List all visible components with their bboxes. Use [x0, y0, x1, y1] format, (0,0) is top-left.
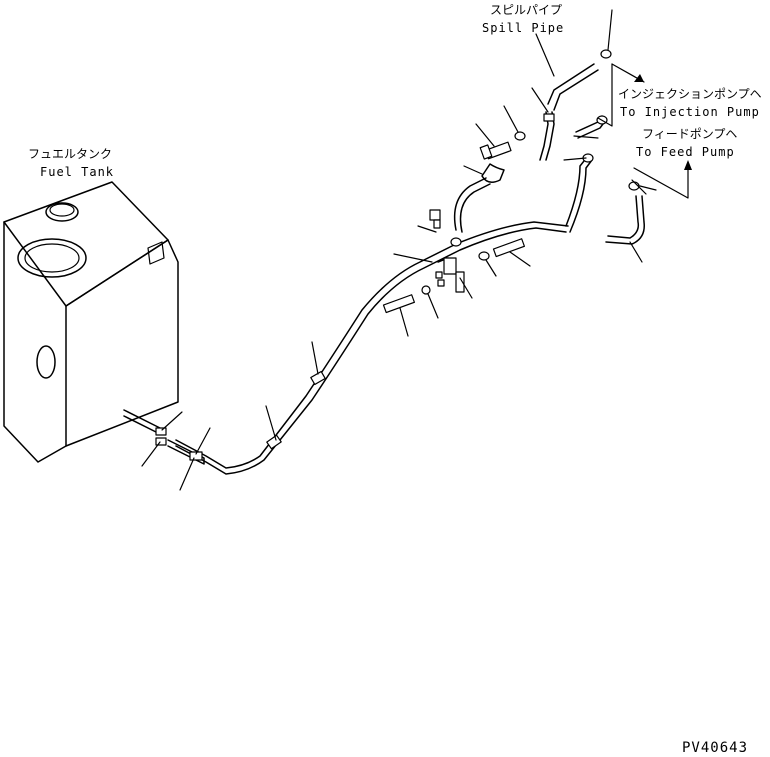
injection-pump-label-en: To Injection Pump — [620, 105, 760, 119]
leader-lines — [141, 9, 657, 491]
banjo-bolt-group — [429, 131, 526, 247]
spill-pipe-label-en: Spill Pipe — [482, 21, 564, 35]
spill-pipe-label-jp: スピルパイプ — [490, 3, 562, 17]
feed-pump-label-jp: フィードポンプヘ — [642, 127, 737, 141]
direction-arrows — [597, 63, 692, 199]
joint-parts — [382, 238, 526, 314]
feed-pump-pipe — [605, 179, 647, 245]
drawing-code: PV40643 — [682, 740, 748, 756]
fuel-tank — [3, 181, 179, 463]
feed-pump-label-en: To Feed Pump — [636, 145, 735, 159]
injection-pump-label-jp: インジェクションポンプヘ — [618, 87, 762, 101]
fuel-tank-label-en: Fuel Tank — [40, 165, 114, 179]
fuel-tank-label-jp: フュエルタンク — [28, 147, 112, 161]
tank-fittings — [123, 409, 205, 465]
main-fuel-line — [175, 155, 593, 475]
